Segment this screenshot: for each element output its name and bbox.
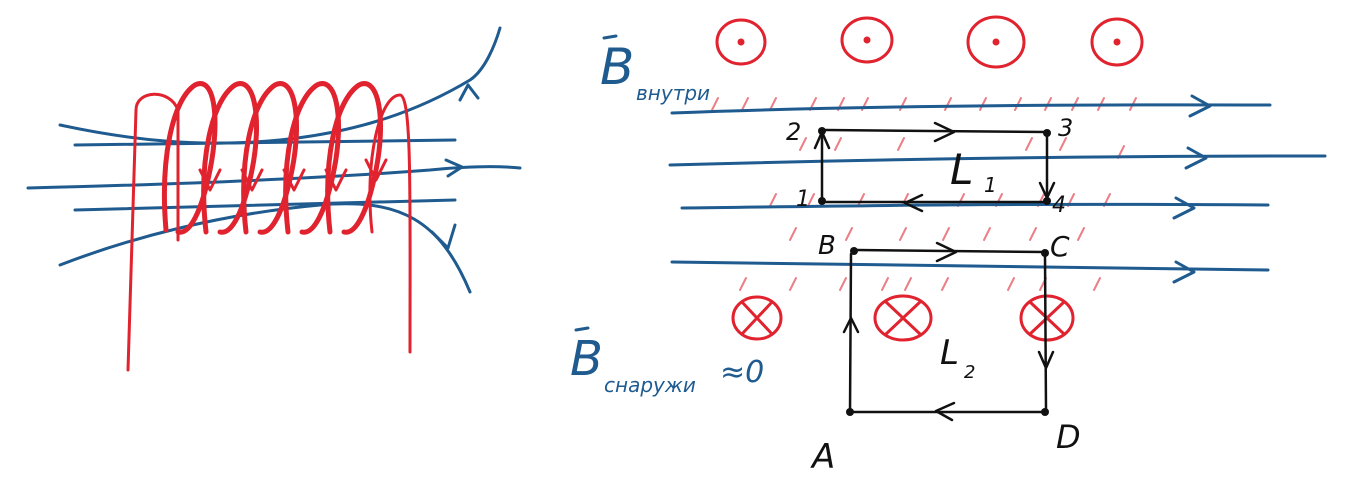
contour-L1 xyxy=(813,121,1056,213)
b-inside-symbol: B xyxy=(600,38,634,96)
contour-vertices xyxy=(818,127,1051,416)
b-outside-symbol: B xyxy=(570,331,603,387)
contour-L2 xyxy=(842,241,1055,422)
solenoid-field-lines xyxy=(26,26,522,294)
vertex-3-label: 3 xyxy=(1058,114,1073,142)
cross-symbols-row xyxy=(731,294,1075,342)
b-inside-subscript: внутри xyxy=(636,81,710,105)
vertex-B-label: B xyxy=(818,231,836,261)
uniform-field-lines xyxy=(668,94,1327,284)
b-outside-label: B снаружи ≈0 xyxy=(570,326,764,397)
field-region: B внутри B снаружи ≈0 L 1 L 2 1 2 3 4 A … xyxy=(570,15,1327,477)
solenoid-coil xyxy=(126,81,412,372)
solenoid-sketch xyxy=(26,26,522,372)
vertex-D-label: D xyxy=(1056,418,1081,456)
vector-arrow-bar xyxy=(602,34,618,40)
b-inside-label: B внутри xyxy=(600,34,710,105)
vertex-2-label: 2 xyxy=(786,118,801,146)
b-outside-subscript: снаружи xyxy=(604,373,696,397)
vertex-C-label: C xyxy=(1050,230,1070,263)
loop1-subscript: 1 xyxy=(984,173,997,197)
dot-symbols-row xyxy=(715,15,1144,69)
vertex-1-label: 1 xyxy=(796,187,810,212)
vector-arrow-bar xyxy=(574,326,590,332)
vertex-4-label: 4 xyxy=(1052,193,1066,218)
loop1-label: L xyxy=(950,145,973,194)
b-outside-approx: ≈0 xyxy=(720,355,764,390)
loop2-subscript: 2 xyxy=(964,362,975,383)
vertex-A-label: A xyxy=(810,437,835,477)
loop2-label: L xyxy=(940,333,959,373)
